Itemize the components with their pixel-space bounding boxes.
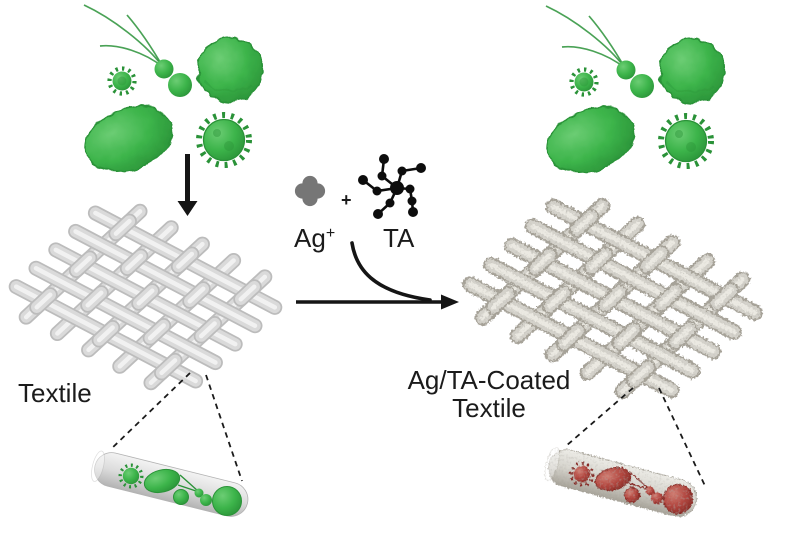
small-virus-icon [569,461,595,487]
coated-textile-label-line1: Ag/TA-Coated [408,365,571,395]
coronavirus-icon [658,113,714,169]
silver-ion-icon [294,175,326,207]
oval-cell-icon [546,107,636,173]
fiber-closeup-dead-microbes [544,447,697,517]
small-virus-icon [569,67,599,97]
oval-cell-icon [594,466,632,492]
callout-lines-right [565,387,707,489]
microbes-before [83,4,263,172]
coated-textile-label-line2: Textile [452,393,526,423]
uncoated-textile-illustration [0,197,292,397]
ta-label: TA [383,223,415,253]
round-cell-icon [212,486,242,516]
silver-charge-superscript: + [326,225,335,242]
textile-label: Textile [18,378,92,408]
down-arrow-icon [177,154,198,216]
dead-microbes-group [569,461,693,514]
callout-lines-left [109,372,243,482]
flagellated-bacterium-icon [545,5,654,98]
flagellated-bacterium-icon [628,472,663,504]
ta-molecule-icon [358,154,426,219]
plus-sign: + [341,190,352,210]
fiber-closeup-live-microbes [91,450,249,517]
round-cell-icon [197,37,263,103]
round-cell-icon [659,38,725,104]
oval-cell-icon [84,106,174,172]
coronavirus-icon [196,112,252,168]
silver-ion-label: Ag+ [294,223,335,253]
flagellated-bacterium-icon [83,4,192,97]
small-cell-icon [173,489,189,505]
coated-textile-illustration [452,190,773,407]
small-cell-icon [624,487,640,503]
flagellated-bacterium-icon [177,474,212,506]
microbes-after [545,5,725,173]
small-virus-icon [118,463,144,489]
round-cell-icon [663,484,693,514]
silver-label-text: Ag [294,223,326,253]
reaction-arrow-icon [296,241,459,310]
oval-cell-icon [143,468,181,494]
small-virus-icon [107,66,137,96]
